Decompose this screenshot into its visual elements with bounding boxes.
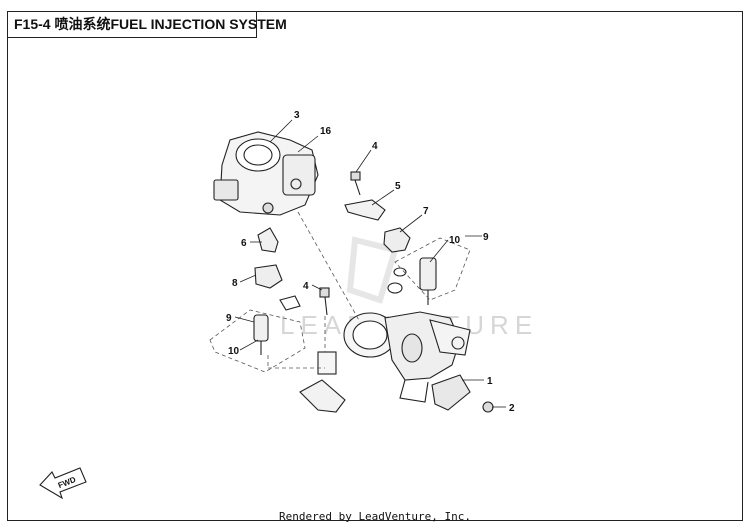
callout-4-lower: 4 xyxy=(303,281,309,292)
watermark-logo xyxy=(346,236,399,304)
bracket-5 xyxy=(344,199,386,221)
callout-2: 2 xyxy=(509,403,515,414)
intake-manifold xyxy=(343,311,471,403)
nut-2 xyxy=(482,401,494,413)
assembly-guides xyxy=(209,211,471,373)
bolt-4-upper xyxy=(350,171,361,196)
sensor-1 xyxy=(431,374,471,411)
diagram-title: F15-4 喷油系统FUEL INJECTION SYSTEM xyxy=(7,11,287,38)
drawing-frame xyxy=(7,11,743,521)
fuel-rail-7 xyxy=(383,227,411,253)
callout-8: 8 xyxy=(232,278,238,289)
callout-3: 3 xyxy=(294,110,300,121)
fuel-rail-8 xyxy=(254,264,283,289)
footer-credit: Rendered by LeadVenture, Inc. xyxy=(278,510,472,523)
fwd-arrow-icon: FWD xyxy=(39,467,87,500)
callout-16: 16 xyxy=(320,126,332,137)
hose-clip xyxy=(279,295,301,311)
callout-9-lower: 9 xyxy=(226,313,232,324)
callout-10-upper: 10 xyxy=(449,235,461,246)
callout-4-upper: 4 xyxy=(372,141,378,152)
bracket-lower xyxy=(299,379,346,413)
bolt-4-lower xyxy=(319,287,330,316)
callout-1: 1 xyxy=(487,376,493,387)
mount-plate xyxy=(317,351,337,375)
callout-7: 7 xyxy=(423,206,429,217)
injector-9-lower xyxy=(253,314,269,355)
bracket-6 xyxy=(257,227,279,253)
callout-10-lower: 10 xyxy=(228,346,240,357)
callout-9-upper: 9 xyxy=(483,232,489,243)
leader-lines xyxy=(234,119,506,408)
injector-9-upper xyxy=(419,257,437,305)
callout-6: 6 xyxy=(241,238,247,249)
callout-5: 5 xyxy=(395,181,401,192)
throttle-body xyxy=(213,131,319,216)
